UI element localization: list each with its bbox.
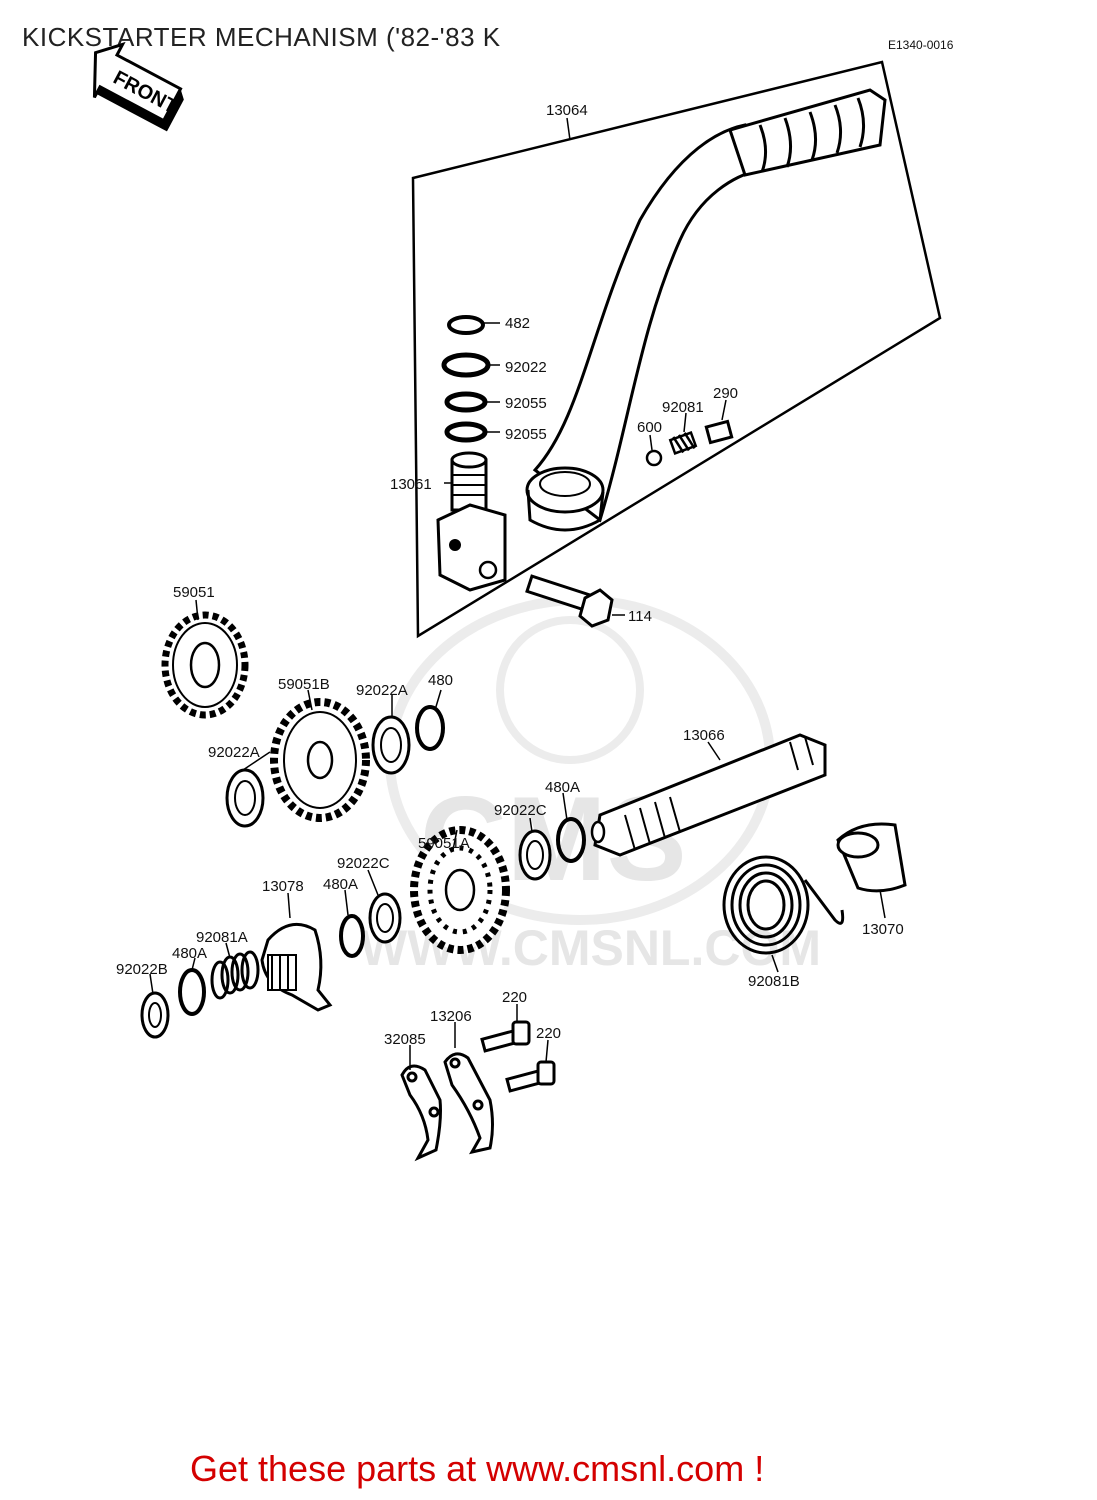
- label-114: 114: [628, 608, 652, 625]
- ratchet: [260, 922, 333, 1012]
- kick-pedal-arm: [525, 88, 887, 532]
- label-13206: 13206: [430, 1008, 472, 1025]
- label-13064: 13064: [546, 102, 588, 119]
- label-59051A: 59051A: [418, 835, 470, 852]
- label-480: 480: [428, 672, 453, 689]
- label-13061: 13061: [390, 476, 432, 493]
- ball: [645, 449, 663, 467]
- washer-stack: [441, 315, 491, 443]
- label-92022A-left: 92022A: [208, 744, 260, 761]
- label-92081: 92081: [662, 399, 704, 416]
- return-spring: [722, 855, 845, 955]
- label-13070: 13070: [862, 921, 904, 938]
- guide-plates: [400, 1052, 494, 1162]
- washers-clips: [140, 705, 586, 1039]
- label-92022C-right: 92022C: [494, 802, 547, 819]
- label-600: 600: [637, 419, 662, 436]
- detent-spring: [668, 431, 698, 455]
- label-59051: 59051: [173, 584, 215, 601]
- gear-59051A: [410, 826, 510, 954]
- label-220-upper: 220: [502, 989, 527, 1006]
- label-480A-left: 480A: [172, 945, 207, 962]
- front-arrow-icon: FRONT: [92, 41, 184, 132]
- kick-shaft: [590, 733, 827, 857]
- diagram-code: E1340-0016: [888, 38, 954, 52]
- label-482: 482: [505, 315, 530, 332]
- label-92055-lower: 92055: [505, 426, 547, 443]
- bolt: [525, 574, 614, 628]
- label-13078: 13078: [262, 878, 304, 895]
- plug-cap: [704, 419, 734, 445]
- label-480A-mid: 480A: [323, 876, 358, 893]
- label-13066: 13066: [683, 727, 725, 744]
- label-92022A-top: 92022A: [356, 682, 408, 699]
- label-92022C-left: 92022C: [337, 855, 390, 872]
- label-59051B: 59051B: [278, 676, 330, 693]
- leader-lines: [149, 117, 886, 1070]
- label-480A-right: 480A: [545, 779, 580, 796]
- label-92081B: 92081B: [748, 973, 800, 990]
- collar: [836, 822, 907, 893]
- diagram-title: KICKSTARTER MECHANISM ('82-'83 K: [22, 22, 501, 52]
- kick-boss: [436, 451, 507, 592]
- part-labels: 13064 482 92022 92055 92055 92081 290 60…: [116, 102, 904, 1048]
- label-92081A: 92081A: [196, 929, 248, 946]
- label-32085: 32085: [384, 1031, 426, 1048]
- label-290: 290: [713, 385, 738, 402]
- gear-59051B: [270, 698, 370, 822]
- label-92055-upper: 92055: [505, 395, 547, 412]
- label-92022B: 92022B: [116, 961, 168, 978]
- screws: [480, 1020, 556, 1093]
- gear-59051: [161, 611, 249, 719]
- footer-link[interactable]: Get these parts at www.cmsnl.com !: [190, 1448, 765, 1489]
- label-92022: 92022: [505, 359, 547, 376]
- label-220-lower: 220: [536, 1025, 561, 1042]
- ratchet-spring: [210, 950, 260, 1000]
- kick-arm-outline: [411, 60, 942, 639]
